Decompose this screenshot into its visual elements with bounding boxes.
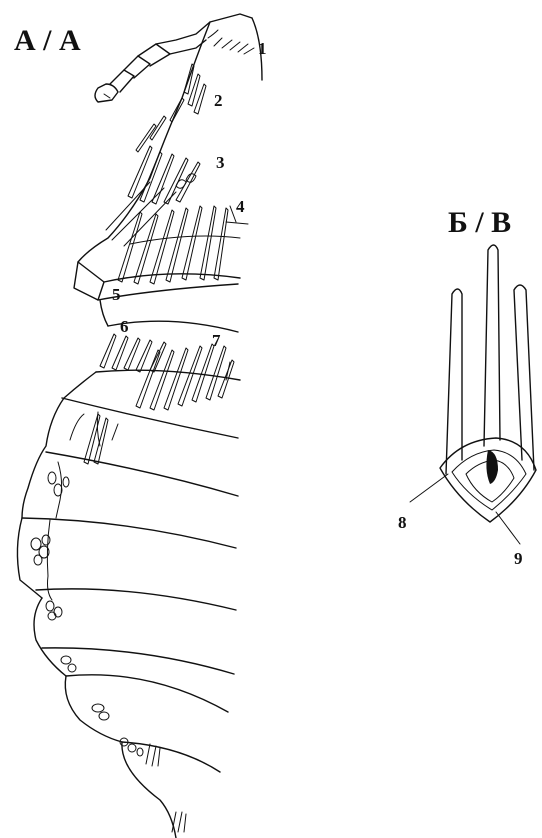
abdomen-outline (17, 372, 238, 838)
callout-3: 3 (216, 153, 225, 172)
panel-a-label: А / A (14, 24, 81, 57)
panel-a-drawing (17, 14, 262, 838)
seta-group-1 (208, 30, 254, 54)
panel-b-label: Б / B (448, 206, 511, 239)
seta-group-4 (118, 206, 248, 284)
seta-group-3 (106, 146, 200, 246)
callout-9: 9 (514, 549, 523, 568)
callout-4: 4 (236, 197, 245, 216)
callout-7: 7 (212, 331, 221, 350)
abdominal-cells (31, 472, 186, 832)
panel-b-drawing (410, 245, 536, 544)
callout-2: 2 (214, 91, 223, 110)
seta-group-2 (136, 64, 206, 152)
head-antenna (95, 14, 252, 102)
callout-5: 5 (112, 285, 121, 304)
thorax-outline (74, 18, 262, 380)
callout-8: 8 (398, 513, 407, 532)
callout-6: 6 (120, 317, 129, 336)
callout-1: 1 (258, 39, 267, 58)
